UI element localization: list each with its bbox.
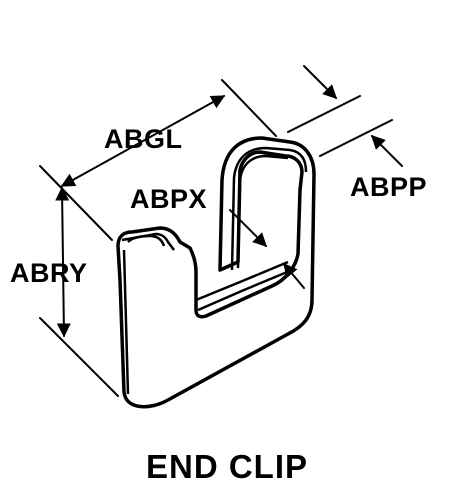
abry-dimension-line [55, 186, 71, 338]
abpp-extension-lower [319, 119, 393, 157]
abpp-label: ABPP [350, 172, 427, 202]
abry-dimension: ABRY [10, 186, 119, 397]
abry-extension-lower [39, 317, 119, 397]
abgl-dimension: ABGL [39, 79, 277, 241]
u-floor-edge-inner [197, 268, 293, 312]
abgl-dimension-line [60, 95, 226, 187]
clip-part [116, 136, 316, 409]
abpx-leader-lower [283, 262, 305, 289]
abgl-extension-left [39, 165, 113, 241]
abpp-extension-upper [287, 95, 361, 133]
right-upright-channel-inner [236, 154, 289, 269]
abry-label: ABRY [10, 258, 88, 288]
abpx-dimension: ABPX [130, 184, 305, 289]
abpx-leader-upper [229, 209, 267, 247]
left-flange-lip-inner [127, 234, 166, 247]
left-flange-lip [121, 232, 175, 251]
front-face-edge [122, 249, 130, 395]
abgl-extension-right [221, 79, 277, 137]
u-floor-edge [195, 260, 289, 302]
abgl-label: ABGL [104, 124, 183, 154]
clip-body-outline [116, 136, 316, 409]
abpx-label: ABPX [130, 184, 207, 214]
right-upright-channel [230, 146, 308, 271]
part-name-caption: END CLIP [146, 448, 308, 485]
abpp-leader-lower [371, 135, 403, 167]
abpp-dimension: ABPP [287, 65, 427, 202]
abpp-leader-upper [303, 65, 337, 99]
